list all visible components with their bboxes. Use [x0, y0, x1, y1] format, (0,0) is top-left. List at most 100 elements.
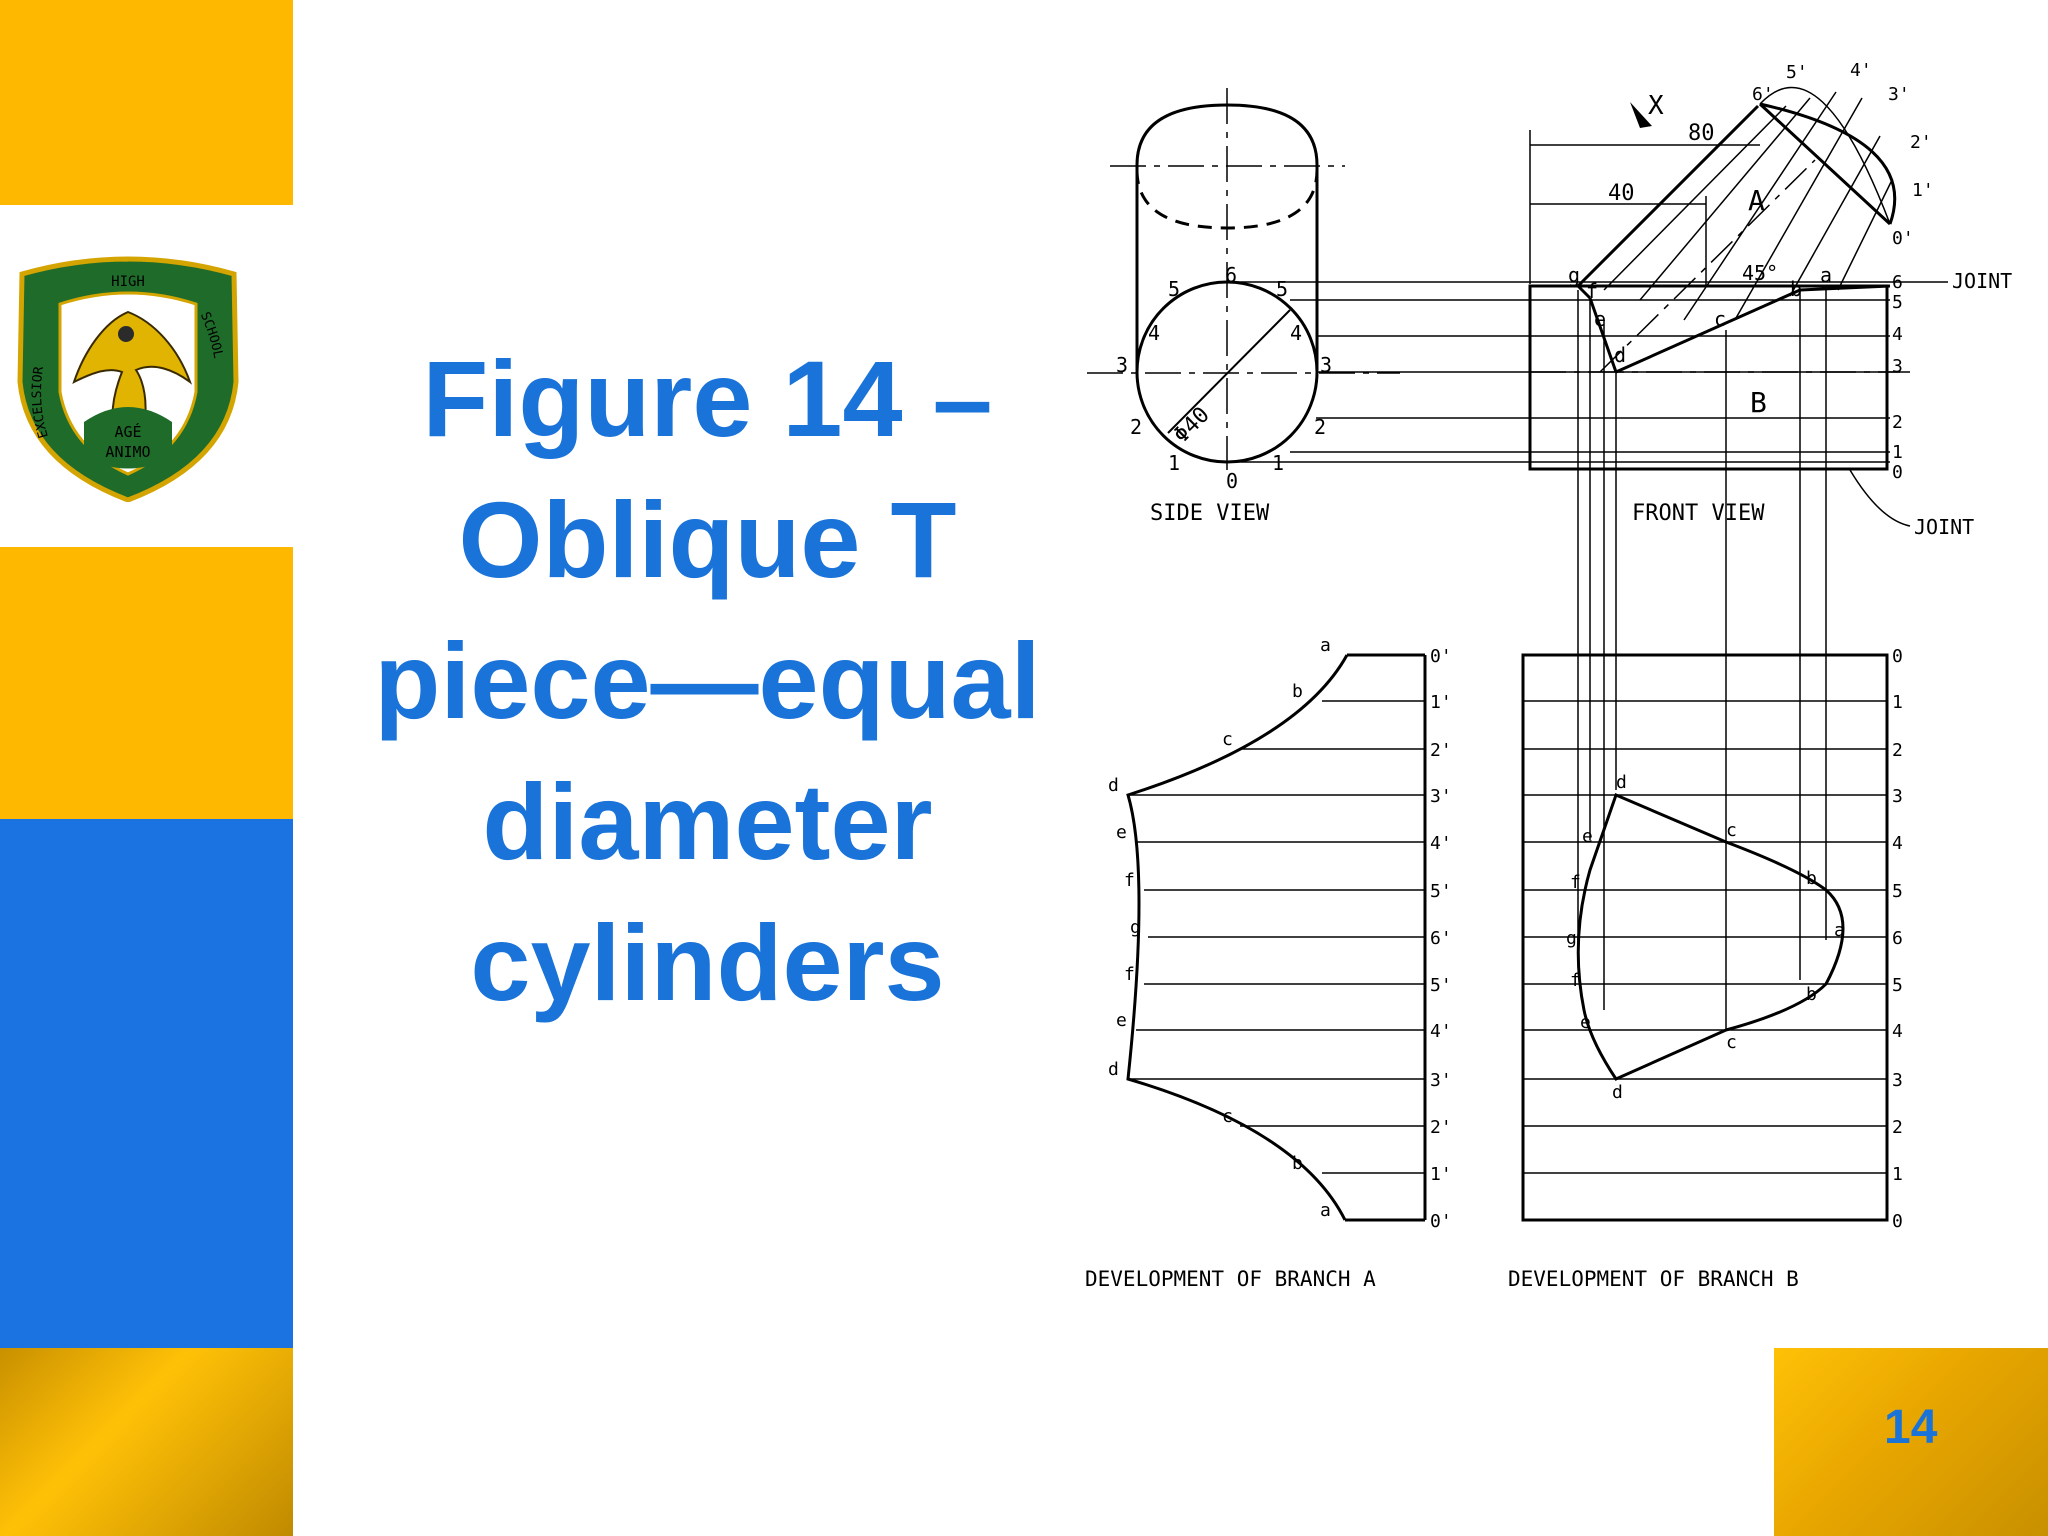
dev-b-right-label: 1: [1892, 1164, 1903, 1185]
dev-b-letter: e: [1582, 826, 1593, 847]
dev-b-right-label: 3: [1892, 1070, 1903, 1091]
side-label: 3: [1116, 353, 1128, 377]
title-line-4: diameter: [482, 761, 933, 882]
title-line-3: piece—equal: [374, 620, 1041, 741]
branch-end-label: 2': [1910, 132, 1932, 153]
dev-a-curve-label: a: [1320, 1200, 1331, 1221]
front-right-label: 5: [1892, 292, 1903, 313]
page-number: 14: [1884, 1401, 1938, 1454]
logo-top-text: HIGH: [111, 274, 145, 290]
front-right-label: 6: [1892, 272, 1903, 293]
dev-a-curve-label: b: [1292, 1153, 1303, 1174]
side-label: 2: [1314, 415, 1326, 439]
left-band-yellow-bottom: [0, 1348, 293, 1536]
dev-a-curve-label: d: [1108, 1059, 1119, 1080]
dev-b-right-label: 2: [1892, 1117, 1903, 1138]
dev-a-curve-label: f: [1124, 964, 1135, 985]
side-label: 1: [1168, 451, 1180, 475]
front-right-labels: 6 5 4 3 2 1 0: [1892, 272, 1903, 483]
front-letter: d: [1614, 343, 1626, 367]
branch-end-label: 0': [1892, 228, 1914, 249]
title-line-5: cylinders: [470, 902, 945, 1023]
dev-b-letter: f: [1570, 970, 1581, 991]
side-label: 3: [1320, 353, 1332, 377]
dev-a-right-label: 4': [1430, 1021, 1452, 1042]
dev-b-letter: c: [1726, 1032, 1737, 1053]
slide-title: Figure 14 – Oblique T piece—equal diamet…: [300, 328, 1115, 1033]
front-right-label: 1: [1892, 442, 1903, 463]
dev-a-right-label: 2': [1430, 740, 1452, 761]
development-branch-a: DEVELOPMENT OF BRANCH A: [1085, 653, 1427, 1291]
dev-a-right-label: 4': [1430, 833, 1452, 854]
dim-40: 40: [1608, 181, 1635, 206]
side-label: 6: [1225, 263, 1237, 287]
branch-end-label: 3': [1888, 84, 1910, 105]
front-letter: f: [1586, 279, 1598, 303]
branch-end-label: 1': [1912, 180, 1934, 201]
dev-a-right-label: 2': [1430, 1117, 1452, 1138]
side-label: 0: [1226, 469, 1238, 493]
dev-b-right-label: 6: [1892, 928, 1903, 949]
dim-80: 80: [1688, 121, 1715, 146]
technical-drawing: Φ40 SIDE VIEW 6 5 5 4 4 3 3 2 2 1 1 0: [1085, 60, 2012, 1291]
side-label: 4: [1148, 321, 1160, 345]
dev-a-curve-label: g: [1130, 917, 1141, 938]
side-label: 1: [1272, 451, 1284, 475]
title-line-1: Figure 14 –: [422, 338, 993, 459]
front-right-label: 2: [1892, 412, 1903, 433]
dev-a-right-label: 6': [1430, 928, 1452, 949]
dev-b-letter: d: [1612, 1082, 1623, 1103]
dev-b-letter: f: [1570, 872, 1581, 893]
dev-b-right-label: 3: [1892, 786, 1903, 807]
title-line-2: Oblique T: [458, 479, 957, 600]
branch-end-label: 5': [1786, 62, 1808, 83]
front-letter: b: [1790, 277, 1802, 301]
school-crest-logo: HIGH EXCELSIOR SCHOOL AGÉ ANIMO: [17, 256, 239, 502]
dev-a-right-label: 5': [1430, 881, 1452, 902]
dev-a-right-label: 3': [1430, 1070, 1452, 1091]
dev-a-curve-label: f: [1124, 870, 1135, 891]
joint-label-bottom: JOINT: [1914, 515, 1974, 539]
dev-a-curve-label: e: [1116, 1010, 1127, 1031]
dev-a-right-label: 0': [1430, 646, 1452, 667]
view-arrow-label: X: [1648, 91, 1664, 121]
dev-b-right-label: 0: [1892, 1211, 1903, 1232]
dev-a-curve-label: c: [1222, 1106, 1233, 1127]
side-label: 2: [1130, 415, 1142, 439]
front-view: 80 40 45° A B X JOINT JOINT FRONT VIEW: [1528, 86, 2012, 539]
dev-a-curve-label: e: [1116, 822, 1127, 843]
dev-b-right-label: 5: [1892, 975, 1903, 996]
dev-a-right-label: 5': [1430, 975, 1452, 996]
development-branch-b: DEVELOPMENT OF BRANCH B: [1508, 653, 1889, 1291]
dev-b-letter: c: [1726, 820, 1737, 841]
front-letter: e: [1594, 307, 1606, 331]
dev-b-letter: d: [1616, 772, 1627, 793]
dev-a-curve-label: d: [1108, 775, 1119, 796]
branch-a-label: A: [1748, 184, 1765, 217]
dev-b-letter: e: [1580, 1012, 1591, 1033]
dev-b-right-label: 5: [1892, 881, 1903, 902]
dev-b-letter: b: [1806, 868, 1817, 889]
side-label: 4: [1290, 321, 1302, 345]
left-band-yellow-mid: [0, 547, 293, 819]
dev-b-right-label: 1: [1892, 692, 1903, 713]
front-letter: g: [1568, 263, 1580, 287]
branch-end-labels: 6' 5' 4' 3' 2' 1' 0': [1752, 60, 1934, 249]
side-view: Φ40 SIDE VIEW: [1087, 88, 1400, 526]
dev-a-label: DEVELOPMENT OF BRANCH A: [1085, 1267, 1376, 1291]
front-right-label: 3: [1892, 356, 1903, 377]
dev-a-curve-label: b: [1292, 681, 1303, 702]
dev-b-letter: g: [1566, 928, 1577, 949]
angle-45: 45°: [1742, 261, 1778, 285]
branch-b-label: B: [1750, 386, 1767, 419]
vertical-projections: [1577, 290, 1827, 1030]
logo-motto-line1: AGÉ: [114, 422, 141, 441]
dev-a-right-label: 1': [1430, 1164, 1452, 1185]
joint-label-top: JOINT: [1952, 269, 2012, 293]
dev-b-letter: a: [1834, 920, 1845, 941]
dev-b-right-label: 0: [1892, 646, 1903, 667]
dev-b-label: DEVELOPMENT OF BRANCH B: [1508, 1267, 1799, 1291]
side-view-label: SIDE VIEW: [1150, 501, 1270, 526]
dev-a-right-label: 0': [1430, 1211, 1452, 1232]
dev-b-letter: b: [1806, 984, 1817, 1005]
